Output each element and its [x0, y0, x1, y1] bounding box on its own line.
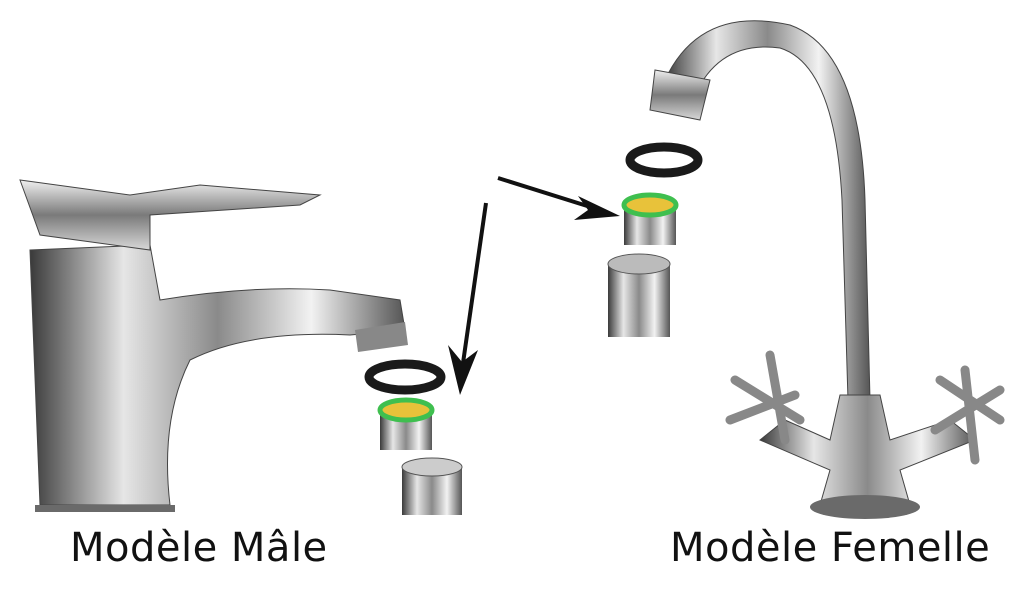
two-handle-faucet	[649, 20, 1005, 519]
arrow-to-female	[497, 176, 620, 220]
male-model-label: Modèle Mâle	[70, 525, 328, 571]
washer	[364, 359, 446, 395]
washer	[625, 142, 703, 178]
female-model-label: Modèle Femelle	[670, 525, 991, 571]
arrow-to-male	[448, 202, 488, 395]
single-lever-faucet	[19, 179, 408, 512]
female-aerator-parts	[607, 142, 703, 337]
male-aerator-parts	[364, 359, 463, 515]
